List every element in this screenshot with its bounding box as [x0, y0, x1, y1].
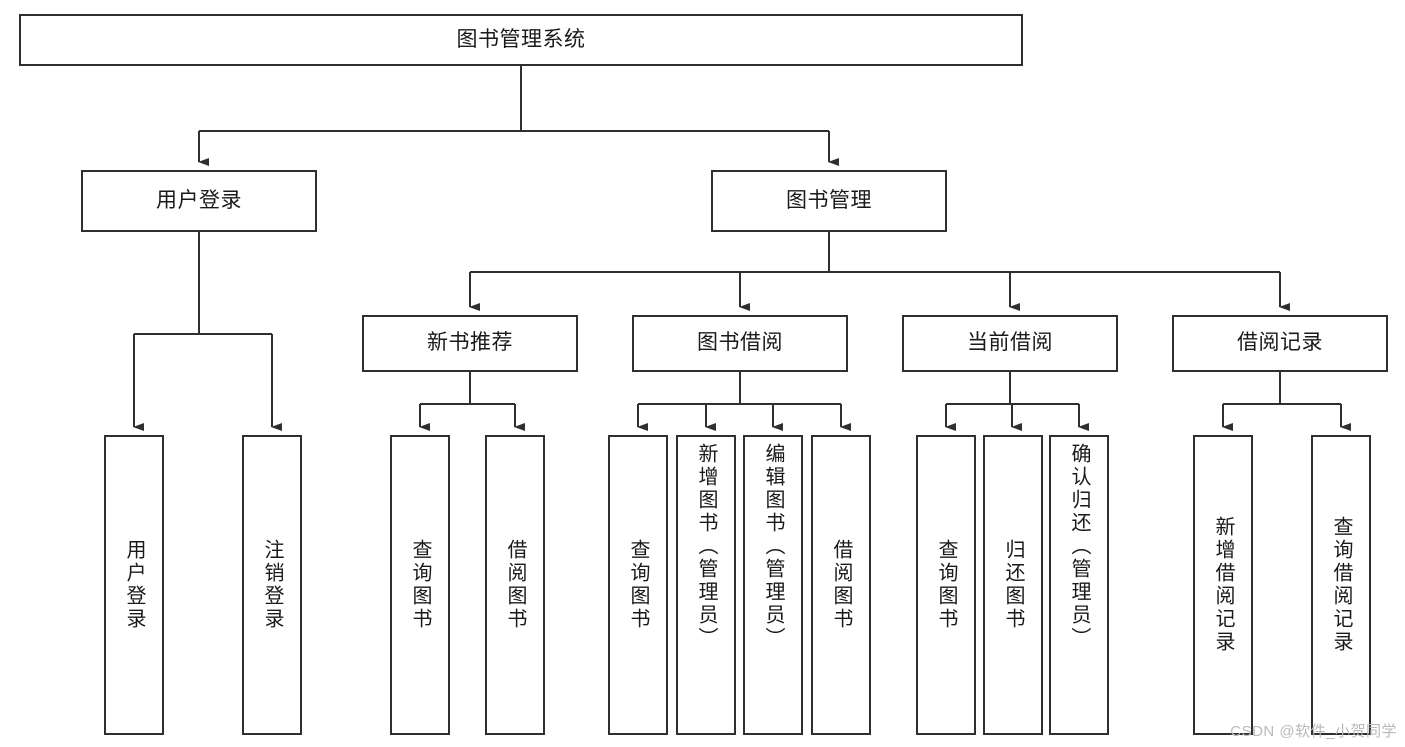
node-borrow-record[interactable]: 借阅记录	[1172, 315, 1388, 372]
node-current-borrow[interactable]: 当前借阅	[902, 315, 1118, 372]
node-label: 确认归还（管理员）	[1068, 443, 1090, 650]
node-label: 新增图书（管理员）	[695, 443, 717, 650]
node-leaf-add-book[interactable]: 新增图书（管理员）	[676, 435, 736, 735]
node-leaf-user-login[interactable]: 用户登录	[104, 435, 164, 735]
node-new-book-recommend[interactable]: 新书推荐	[362, 315, 578, 372]
node-user-login[interactable]: 用户登录	[81, 170, 317, 232]
node-label: 新书推荐	[427, 331, 513, 355]
node-label: 当前借阅	[967, 331, 1053, 355]
node-leaf-borrow-book-1[interactable]: 借阅图书	[485, 435, 545, 735]
node-label: 查询借阅记录	[1330, 516, 1352, 654]
node-label: 编辑图书（管理员）	[762, 443, 784, 650]
node-leaf-borrow-book-2[interactable]: 借阅图书	[811, 435, 871, 735]
node-label: 图书借阅	[697, 331, 783, 355]
node-leaf-query-borrow-record[interactable]: 查询借阅记录	[1311, 435, 1371, 735]
node-label: 查询图书	[627, 539, 649, 631]
node-label: 注销登录	[261, 539, 283, 631]
node-book-borrow[interactable]: 图书借阅	[632, 315, 848, 372]
node-leaf-edit-book[interactable]: 编辑图书（管理员）	[743, 435, 803, 735]
node-leaf-confirm-return[interactable]: 确认归还（管理员）	[1049, 435, 1109, 735]
node-leaf-query-book-1[interactable]: 查询图书	[390, 435, 450, 735]
node-label: 查询图书	[935, 539, 957, 631]
node-label: 借阅记录	[1237, 331, 1323, 355]
node-label: 借阅图书	[504, 539, 526, 631]
node-leaf-query-book-3[interactable]: 查询图书	[916, 435, 976, 735]
node-label: 归还图书	[1002, 539, 1024, 631]
node-label: 借阅图书	[830, 539, 852, 631]
node-leaf-query-book-2[interactable]: 查询图书	[608, 435, 668, 735]
node-leaf-add-borrow-record[interactable]: 新增借阅记录	[1193, 435, 1253, 735]
node-book-manage[interactable]: 图书管理	[711, 170, 947, 232]
watermark: CSDN @软件_小贺同学	[1230, 723, 1397, 740]
node-label: 图书管理系统	[456, 27, 586, 51]
node-label: 查询图书	[409, 539, 431, 631]
node-label: 新增借阅记录	[1212, 516, 1234, 654]
node-label: 图书管理	[786, 188, 872, 212]
node-leaf-logout-login[interactable]: 注销登录	[242, 435, 302, 735]
node-leaf-return-book[interactable]: 归还图书	[983, 435, 1043, 735]
node-label: 用户登录	[156, 188, 242, 212]
node-root-system[interactable]: 图书管理系统	[19, 14, 1023, 66]
node-label: 用户登录	[123, 539, 145, 631]
